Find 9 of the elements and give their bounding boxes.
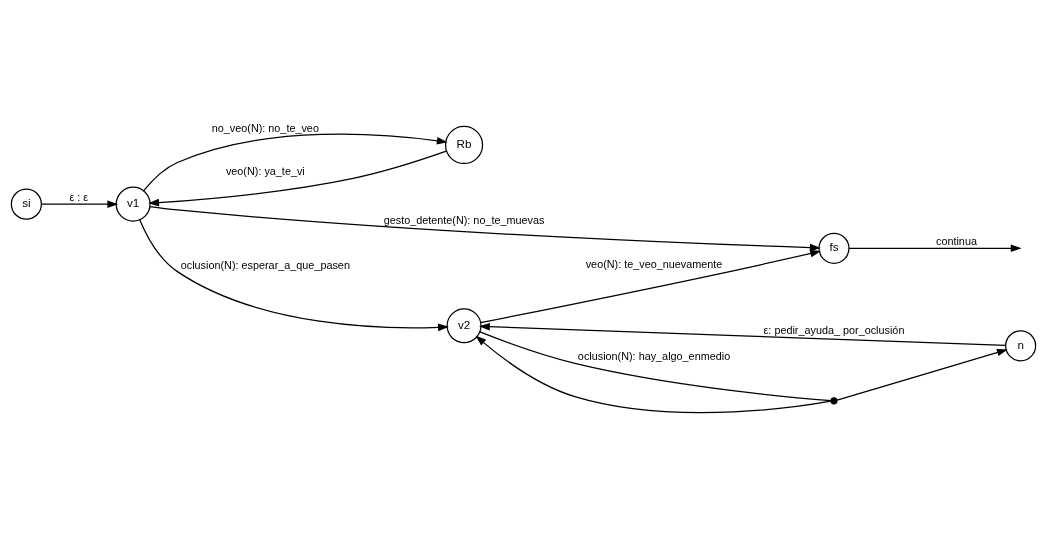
edge-label: no_veo(N): no_te_veo <box>211 121 319 134</box>
edge-label: veo(N): ya_te_vi <box>225 164 305 177</box>
edge-label: veo(N): te_veo_nuevamente <box>585 257 723 270</box>
edge-label: oclusion(N): esperar_a_que_pasen <box>180 258 350 271</box>
edge-label: continua <box>935 234 977 247</box>
edge-label: ε: pedir_ayuda_ por_oclusión <box>763 323 905 336</box>
edge-label: ε : ε <box>69 190 89 203</box>
edge-label: oclusion(N): hay_algo_enmedio <box>577 349 731 362</box>
edge-label: gesto_detente(N): no_te_muevas <box>383 213 545 226</box>
